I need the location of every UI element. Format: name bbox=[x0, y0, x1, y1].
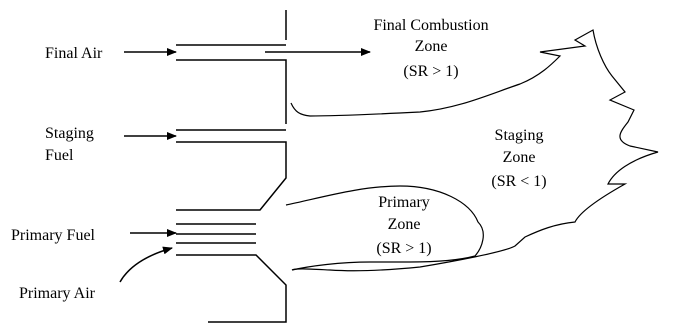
staging-zone-flame bbox=[290, 29, 659, 272]
final-zone-word: Zone bbox=[415, 38, 448, 55]
final-air-label: Final Air bbox=[45, 45, 103, 62]
primary-zone-title: Primary bbox=[378, 194, 430, 211]
staging-zone-ratio: (SR < 1) bbox=[491, 173, 546, 190]
flame-outlines bbox=[285, 29, 659, 272]
final-zone-ratio: (SR > 1) bbox=[403, 63, 458, 80]
primary-fuel-label: Primary Fuel bbox=[11, 227, 96, 244]
flow-arrows bbox=[119, 48, 371, 283]
primary-zone-word: Zone bbox=[388, 216, 421, 233]
primary-zone-ratio: (SR > 1) bbox=[376, 240, 431, 257]
staging-zone-title: Staging bbox=[495, 127, 544, 144]
final-zone-title: Final Combustion bbox=[373, 17, 488, 34]
primary-zone-flame bbox=[285, 185, 484, 271]
staging-zone-word: Zone bbox=[503, 149, 536, 166]
staging-fuel-label-line1: Staging bbox=[45, 125, 94, 142]
primary-air-arrow bbox=[119, 246, 173, 283]
primary-air-label: Primary Air bbox=[19, 285, 96, 302]
burner-wall bbox=[176, 10, 287, 323]
staging-fuel-label-line2: Fuel bbox=[45, 147, 74, 164]
